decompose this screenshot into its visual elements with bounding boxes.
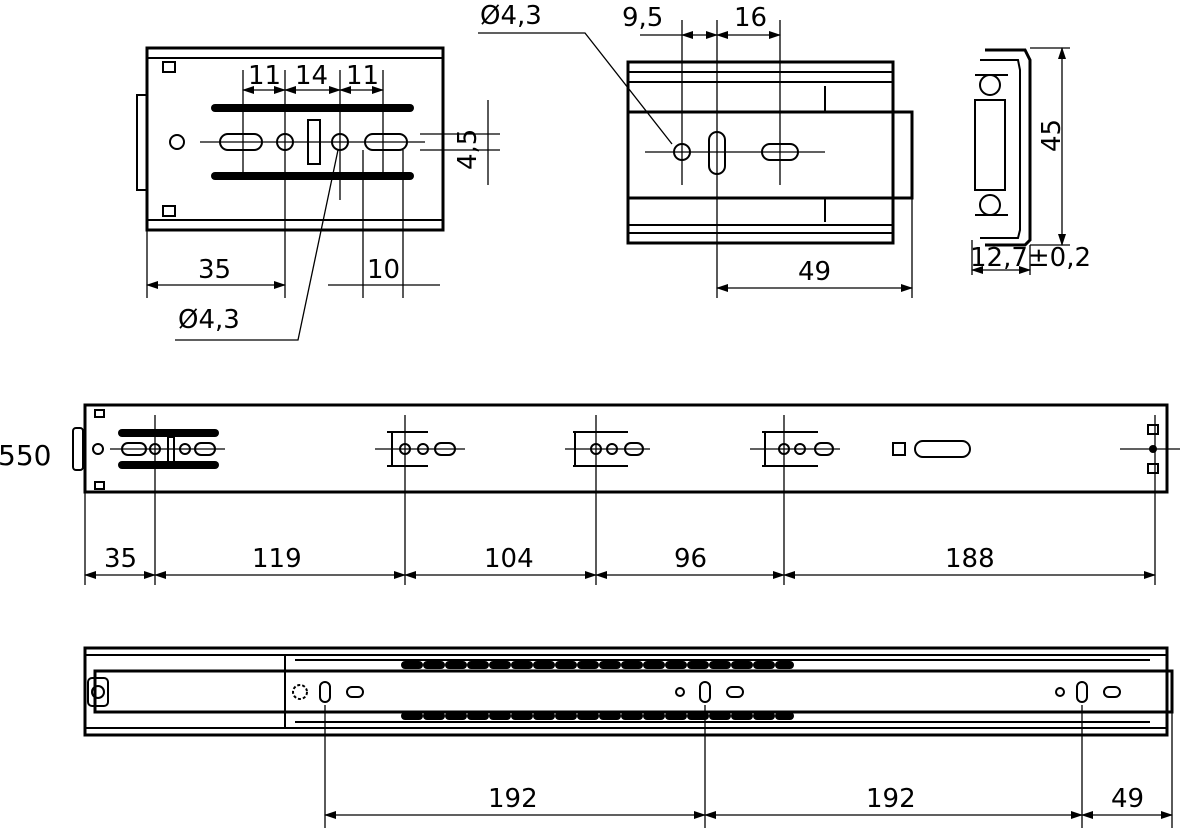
dim-49-top: 49	[798, 257, 831, 287]
rail-dim-96: 96	[674, 544, 707, 574]
rail-length-label: 550	[0, 439, 51, 472]
slide-dim-192-right: 192	[866, 784, 916, 814]
dim-11-left: 11	[248, 61, 281, 91]
rail-dim-35: 35	[104, 544, 137, 574]
dim-12-7: 12,7±0,2	[970, 243, 1091, 273]
dim-hole-diameter-left: Ø4,3	[178, 305, 240, 335]
cross-section-view: 45 12,7±0,2	[970, 47, 1091, 275]
dim-4-5: 4,5	[453, 129, 483, 170]
rail-dim-188: 188	[945, 544, 995, 574]
dim-9-5: 9,5	[622, 3, 663, 33]
rail-dim-119: 119	[252, 544, 302, 574]
dim-11-right: 11	[346, 61, 379, 91]
dim-35-top: 35	[198, 255, 231, 285]
dim-14: 14	[295, 61, 328, 91]
slide-dim-49: 49	[1111, 784, 1144, 814]
top-middle-detail-view: Ø4,3 9,5 16 49	[478, 1, 914, 298]
slide-dim-192-left: 192	[488, 784, 538, 814]
rail-dim-104: 104	[484, 544, 534, 574]
rail-view: 550 35 119 104 96 188	[0, 403, 1180, 585]
dim-16: 16	[734, 3, 767, 33]
dim-45: 45	[1037, 119, 1067, 152]
slide-assembly-view: 192 192 49	[83, 646, 1174, 828]
dim-hole-diameter-middle: Ø4,3	[480, 1, 542, 31]
dim-10: 10	[367, 255, 400, 285]
top-left-detail-view: 11 14 11 4,5 35 10 Ø4,3	[136, 46, 500, 341]
